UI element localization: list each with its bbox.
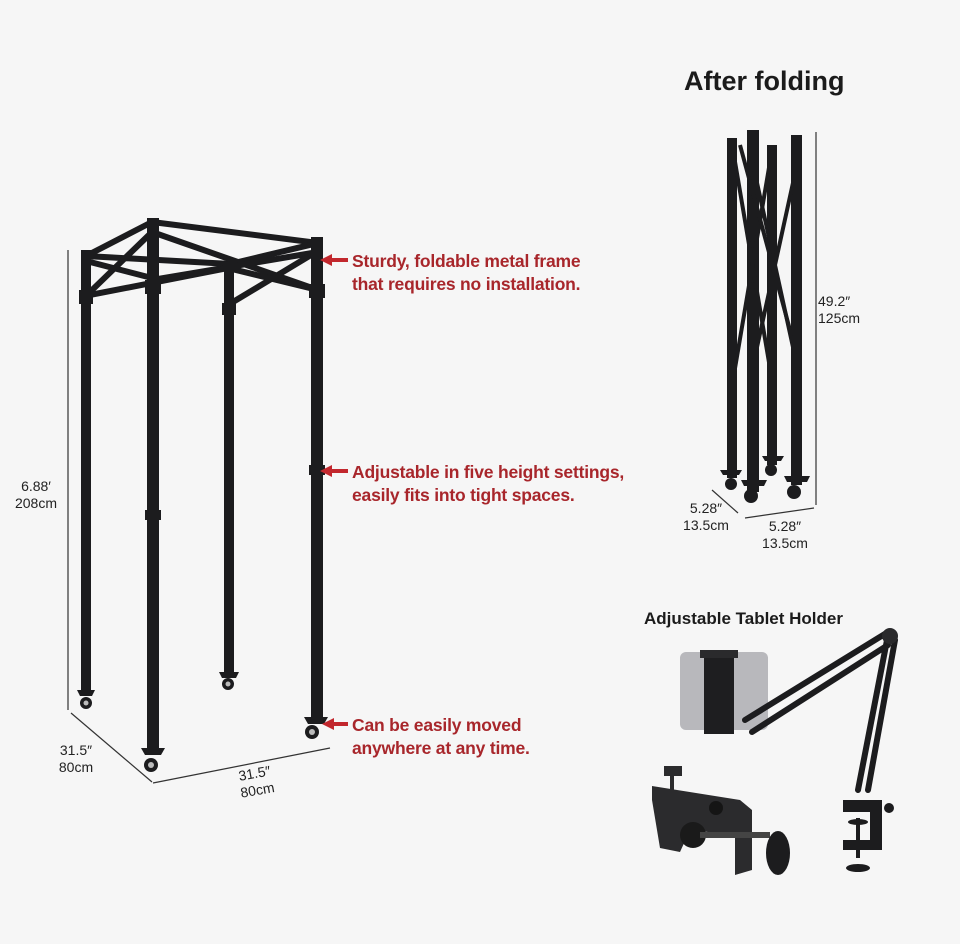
folded-depth-metric: 13.5cm	[683, 517, 729, 533]
leg-back-left	[81, 250, 91, 690]
folded-title: After folding	[684, 66, 845, 96]
folded-depth-imperial: 5.28″	[689, 500, 723, 516]
callout-line: anywhere at any time.	[352, 738, 530, 758]
folded-frame-graphic	[711, 130, 817, 519]
leg-back-right	[224, 262, 234, 672]
callout-adjustable-height: Adjustable in five height settings, easi…	[352, 461, 624, 507]
tablet-holder-title: Adjustable Tablet Holder	[644, 609, 843, 628]
callout-line: Can be easily moved	[352, 715, 522, 735]
frame-height-dimension: 6.88′ 208cm	[8, 478, 64, 512]
callout-line: that requires no installation.	[352, 274, 581, 294]
folded-width-dimension: 5.28″ 13.5cm	[755, 518, 815, 552]
unfolded-frame-graphic	[67, 217, 348, 784]
frame-height-metric: 208cm	[14, 495, 58, 511]
callout-foldable-frame: Sturdy, foldable metal frame that requir…	[352, 250, 581, 296]
tablet-holder-graphic	[652, 628, 898, 875]
leg-front-right	[311, 237, 323, 717]
callout-line: easily fits into tight spaces.	[352, 485, 575, 505]
frame-depth-imperial: 31.5″	[59, 742, 93, 758]
folded-height-dimension: 49.2″ 125cm	[818, 293, 860, 327]
frame-depth-dimension: 31.5″ 80cm	[48, 742, 104, 776]
folded-height-imperial: 49.2″	[818, 293, 851, 309]
depth-dimension-line	[70, 712, 153, 783]
callout-line: Adjustable in five height settings,	[352, 462, 625, 482]
folded-depth-dimension: 5.28″ 13.5cm	[676, 500, 736, 534]
width-dimension-line	[152, 747, 331, 784]
leg-front-left	[147, 218, 159, 748]
frame-depth-metric: 80cm	[58, 759, 94, 775]
callout-easily-moved: Can be easily moved anywhere at any time…	[352, 714, 530, 760]
frame-height-imperial: 6.88′	[21, 478, 51, 494]
folded-height-metric: 125cm	[818, 310, 861, 326]
callout-line: Sturdy, foldable metal frame	[352, 251, 581, 271]
folded-width-metric: 13.5cm	[762, 535, 808, 551]
folded-width-imperial: 5.28″	[768, 518, 802, 534]
